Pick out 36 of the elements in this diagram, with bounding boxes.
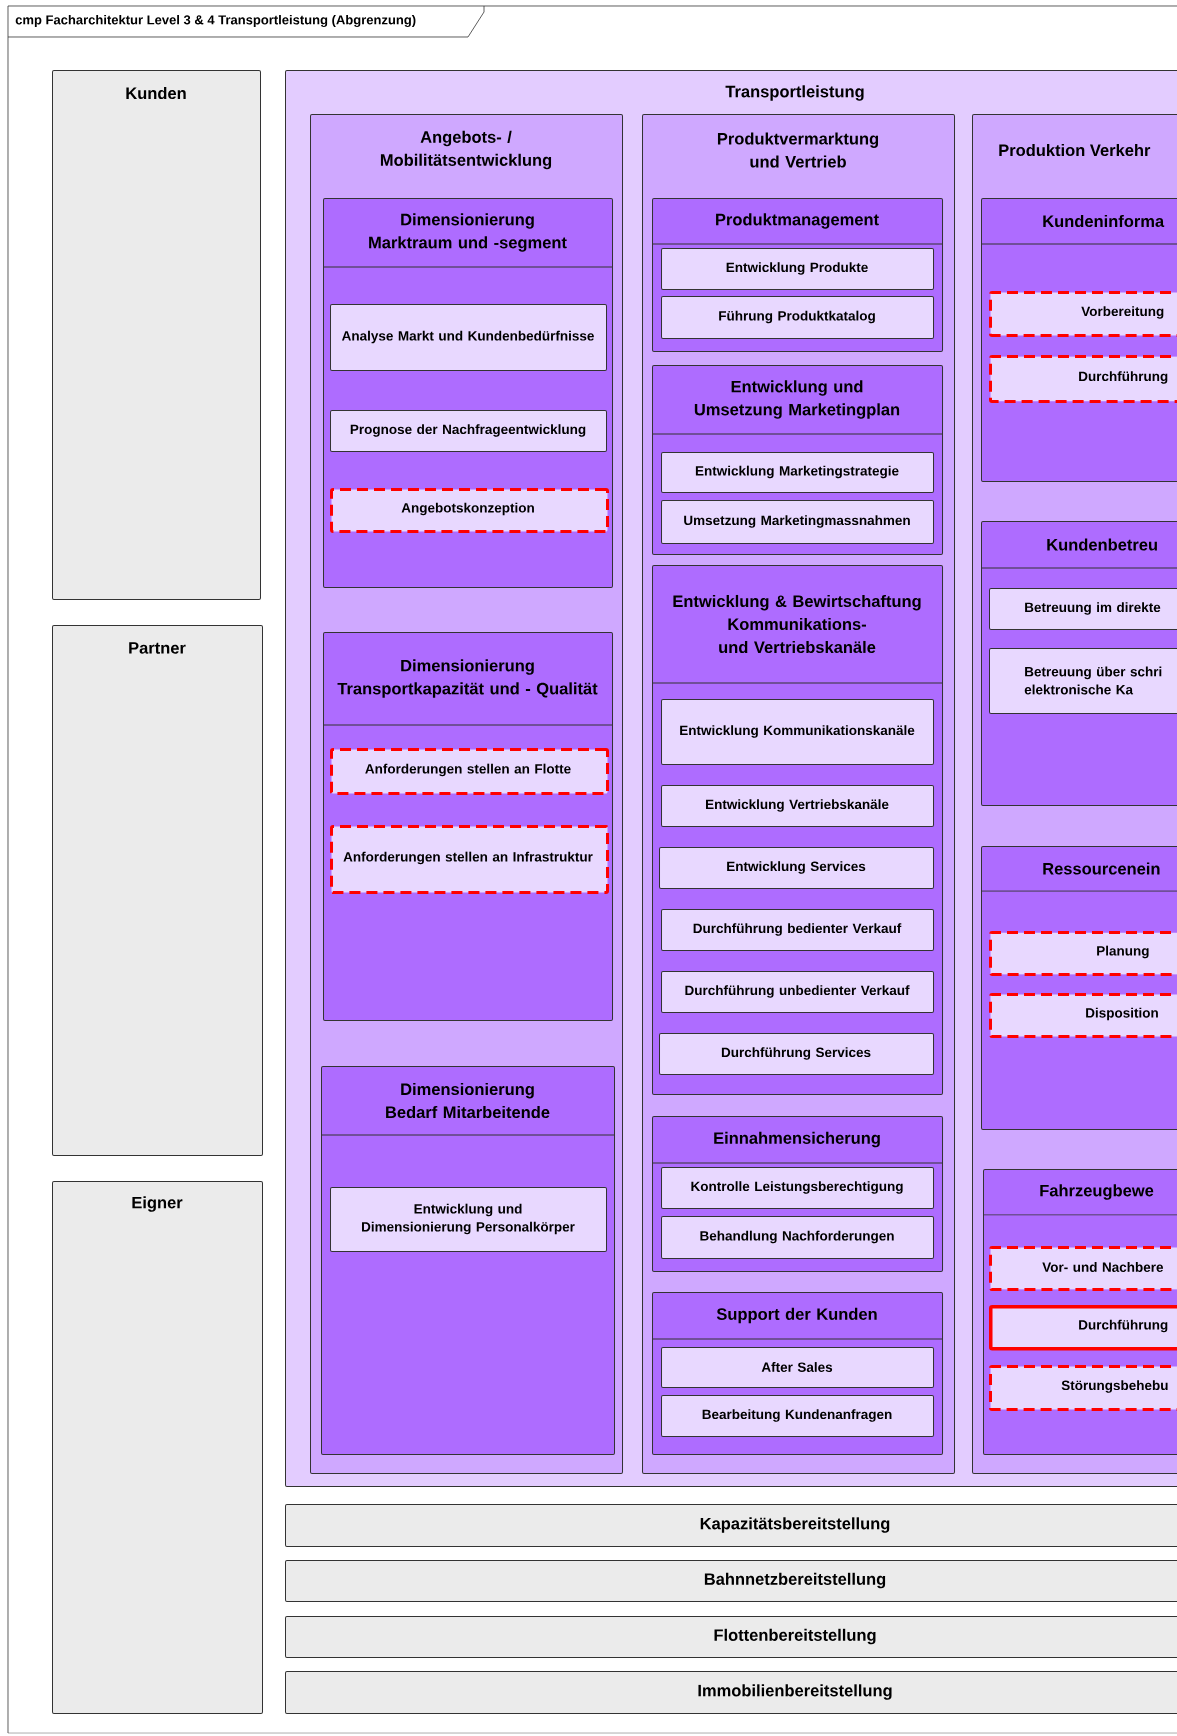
function-box: Entwicklung Produkte <box>661 248 934 290</box>
function-box: After Sales <box>661 1347 934 1388</box>
function-box: Vor- und Nachbere <box>989 1246 1177 1291</box>
provision-bar: Flottenbereitstellung <box>285 1616 1177 1658</box>
function-box: Durchführung <box>989 355 1177 403</box>
function-box: Entwicklung und Dimensionierung Personalkörper <box>330 1187 607 1252</box>
function-box: Führung Produktkatalog <box>661 296 934 339</box>
function-box: Entwicklung Kommunikationskanäle <box>661 699 934 765</box>
function-box: Angebotskonzeption <box>330 488 609 533</box>
stakeholder-box: Partner <box>52 625 263 1156</box>
provision-bar: Kapazitätsbereitstellung <box>285 1504 1177 1547</box>
function-box: Anforderungen stellen an Infrastruktur <box>330 825 609 894</box>
function-box: Durchführung Services <box>659 1033 934 1075</box>
function-box: Disposition <box>989 993 1177 1038</box>
function-box: Bearbeitung Kundenanfragen <box>661 1395 934 1437</box>
function-box: Behandlung Nachforderungen <box>661 1216 934 1259</box>
function-box: Prognose der Nachfrageentwicklung <box>330 410 607 452</box>
function-box: Anforderungen stellen an Flotte <box>330 748 609 795</box>
function-box: Entwicklung Vertriebskanäle <box>661 785 934 827</box>
stakeholder-box: Kunden <box>52 70 261 600</box>
function-box: Entwicklung Services <box>659 847 934 889</box>
provision-bar: Immobilienbereitstellung <box>285 1671 1177 1714</box>
function-box: Betreuung über schri elektronische Ka <box>989 648 1177 714</box>
function-box: Planung <box>989 931 1177 976</box>
stakeholder-box: Eigner <box>52 1181 263 1714</box>
function-box: Vorbereitung <box>989 291 1177 337</box>
function-box: Umsetzung Marketingmassnahmen <box>661 500 934 544</box>
function-box: Störungsbehebu <box>989 1365 1177 1411</box>
function-box: Durchführung unbedienter Verkauf <box>661 971 934 1013</box>
function-box: Durchführung <box>989 1305 1177 1351</box>
function-box: Entwicklung Marketingstrategie <box>661 452 934 493</box>
function-box: Durchführung bedienter Verkauf <box>661 909 934 951</box>
function-box: Analyse Markt und Kundenbedürfnisse <box>330 304 607 371</box>
function-box: Betreuung im direkte <box>989 588 1177 630</box>
function-box: Kontrolle Leistungsberechtigung <box>661 1167 934 1209</box>
provision-bar: Bahnnetzbereitstellung <box>285 1560 1177 1602</box>
